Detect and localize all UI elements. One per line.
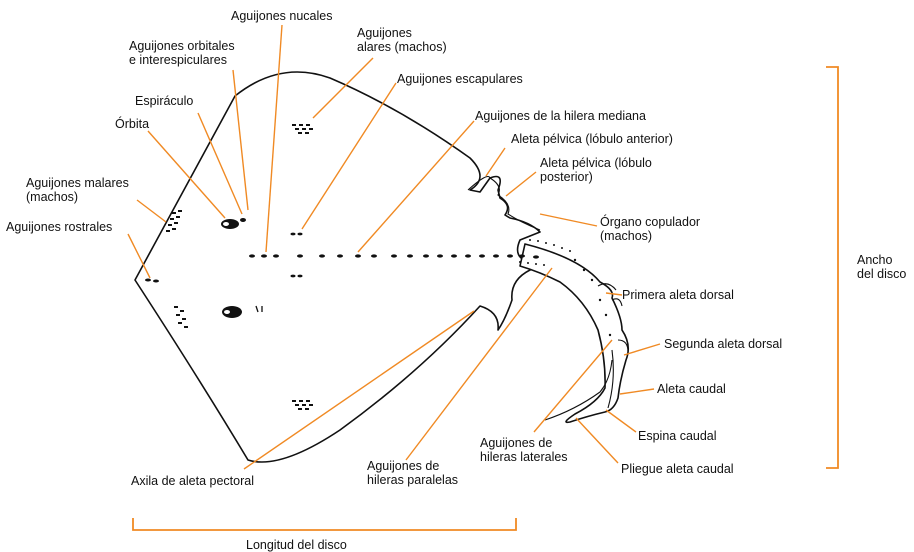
scapular-thorns (290, 232, 303, 278)
caudal-spine (607, 349, 614, 409)
label-caudal-fin: Aleta caudal (657, 382, 726, 396)
malar-thorn-patch-lower (174, 306, 188, 328)
orbit-upper (221, 218, 246, 229)
label-clasper: Órgano copulador(machos) (600, 215, 701, 243)
leader-lines (127, 24, 661, 470)
disc-width-bracket (826, 66, 839, 469)
tail-lateral-thorns (519, 239, 612, 337)
median-row-thorns (249, 254, 539, 259)
label-spiracle: Espiráculo (135, 94, 194, 108)
label-malar-thorns: Aguijones malares(machos) (26, 176, 129, 204)
label-nucal-thorns: Aguijones nucales (231, 9, 333, 23)
disc-outline (134, 71, 561, 463)
label-pelvic-anterior: Aleta pélvica (lóbulo anterior) (511, 132, 673, 146)
label-orbit: Órbita (115, 117, 150, 131)
tail-dorsal-fins (597, 283, 629, 353)
label-caudal-fold: Pliegue aleta caudal (621, 462, 734, 476)
label-caudal-spine: Espina caudal (638, 429, 717, 443)
label-first-dorsal-fin: Primera aleta dorsal (622, 288, 734, 302)
label-median-row-thorns: Aguijones de la hilera mediana (475, 109, 646, 123)
label-scapular-thorns: Aguijones escapulares (397, 72, 523, 86)
rostral-thorns (145, 278, 159, 283)
pelvic-fin-shape (467, 175, 541, 231)
label-rostral-thorns: Aguijones rostrales (6, 220, 113, 234)
orbit-lower (222, 305, 263, 318)
malar-thorn-patch-upper (166, 210, 182, 232)
label-second-dorsal-fin: Segunda aleta dorsal (664, 337, 783, 351)
label-disc-length: Longitud del disco (246, 538, 347, 552)
tail-fold (544, 359, 613, 421)
alar-thorn-patch-upper (292, 124, 313, 134)
alar-thorn-patch-lower (292, 400, 313, 410)
tail-outline (519, 243, 630, 424)
label-pectoral-axil: Axila de aleta pectoral (131, 474, 254, 488)
disc-length-bracket (132, 518, 517, 531)
